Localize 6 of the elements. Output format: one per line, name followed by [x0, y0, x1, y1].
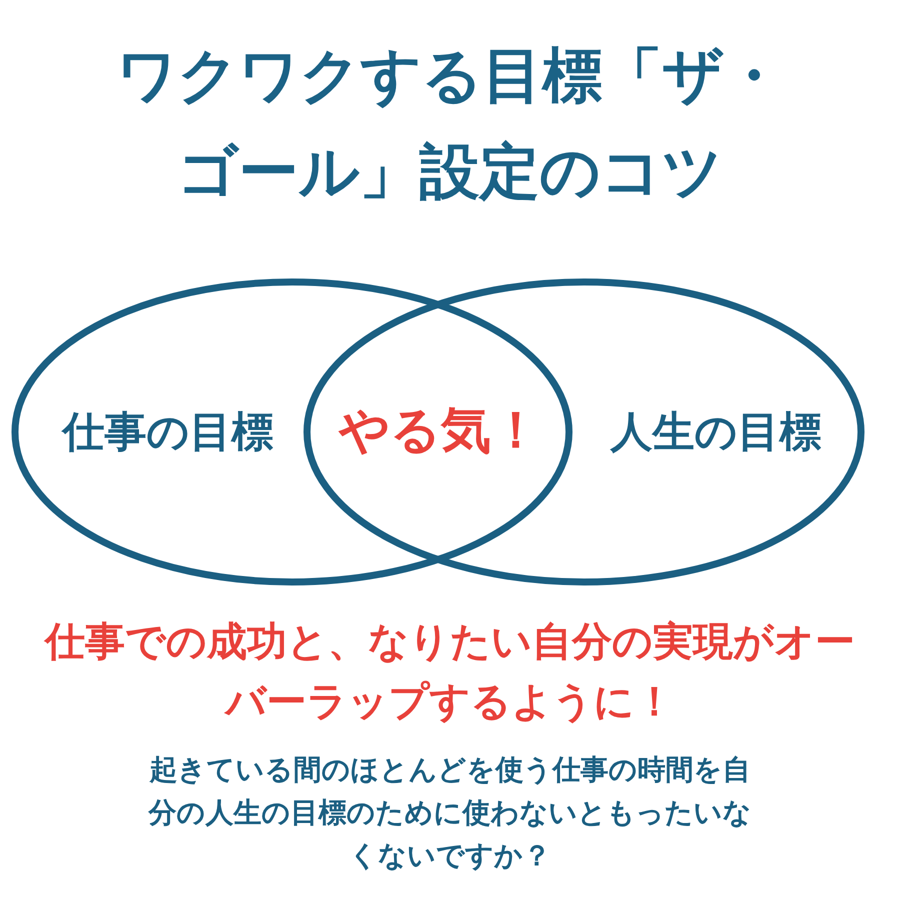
oval-label: 人生の目標 — [610, 406, 822, 458]
overlap-label: やる気！ — [339, 400, 541, 460]
body-text: 起きている間のほとんどを使う仕事の時間を自分の人生の目標のために使わないともったいなくないですか？ — [147, 752, 752, 874]
oval-label: 仕事の目標 — [62, 406, 274, 458]
title: ワクワクする目標「ザ・ゴール」設定のコツ — [116, 40, 784, 209]
highlight-text: 仕事での成功と、なりたい自分の実現がオーバーラップするように！ — [42, 618, 856, 727]
